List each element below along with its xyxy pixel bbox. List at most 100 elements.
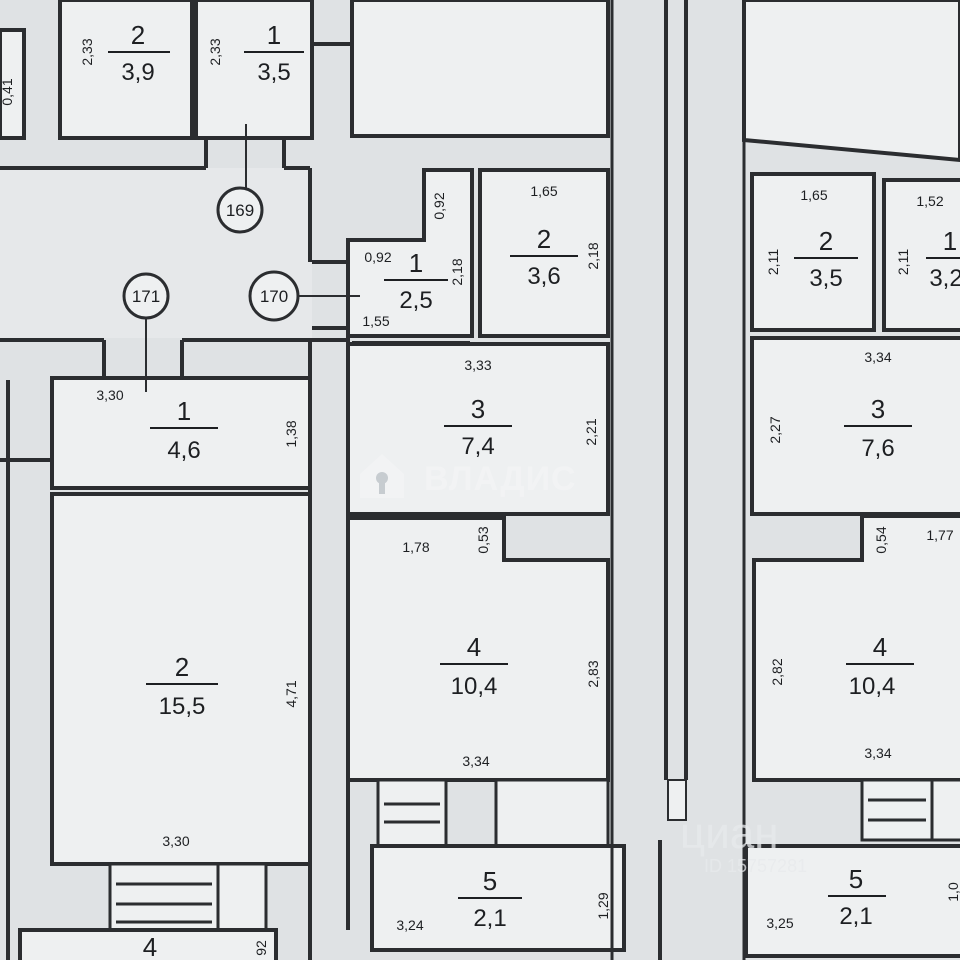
svg-text:171: 171 — [132, 287, 160, 306]
svg-text:15,5: 15,5 — [159, 693, 206, 720]
wall-block-top — [350, 0, 610, 138]
dim-mid-4-top-left: 1,78 — [402, 539, 429, 555]
entrance-steps-right — [860, 778, 960, 842]
dim-left-2-right: 4,71 — [283, 680, 299, 707]
dim-mid-4-step: 0,53 — [475, 526, 491, 553]
dim-mid-1-right: 2,18 — [449, 258, 465, 285]
svg-text:4: 4 — [873, 632, 887, 662]
dim-left-2-bottom: 3,30 — [162, 833, 189, 849]
dim-mid-1-top: 0,92 — [431, 192, 447, 219]
label-room-top-left-1: 1 3,5 — [244, 20, 304, 86]
vladis-watermark: ВЛАДИС — [360, 454, 577, 498]
dim-edge: 0,41 — [0, 78, 15, 105]
label-room-mid-4: 4 10,4 — [440, 632, 508, 700]
label-room-mid-1: 1 2,5 — [384, 248, 448, 314]
svg-text:1: 1 — [943, 226, 957, 256]
marker-171: 171 — [122, 272, 170, 320]
svg-text:10,4: 10,4 — [849, 673, 896, 700]
svg-text:ВЛАДИС: ВЛАДИС — [424, 460, 577, 498]
dim-mid-2-top: 1,65 — [530, 183, 557, 199]
room-top-left-2 — [58, 0, 194, 140]
dim-mid-4-right: 2,83 — [585, 660, 601, 687]
room-right-2 — [750, 172, 876, 332]
svg-text:2: 2 — [819, 226, 833, 256]
dim-right-3-top: 3,34 — [864, 349, 891, 365]
label-room-right-3: 3 7,6 — [844, 394, 912, 462]
svg-text:1: 1 — [177, 396, 191, 426]
svg-text:2,5: 2,5 — [399, 287, 432, 314]
dim-top-left-2-side: 2,33 — [79, 38, 95, 65]
svg-text:циан: циан — [680, 809, 779, 858]
svg-text:7,4: 7,4 — [461, 433, 494, 460]
svg-text:1: 1 — [409, 248, 423, 278]
label-room-mid-5: 5 2,1 — [458, 866, 522, 932]
label-room-left-2: 2 15,5 — [146, 652, 218, 720]
dim-left-1-top: 3,30 — [96, 387, 123, 403]
wall-block-top-right — [742, 0, 960, 163]
label-room-left-4: 4 — [143, 932, 157, 960]
room-right-4 — [752, 514, 960, 782]
dim-right-2-left: 2,11 — [765, 249, 781, 275]
dim-mid-2-right: 2,18 — [585, 242, 601, 269]
svg-text:3,2: 3,2 — [929, 265, 960, 292]
entrance-steps-left — [108, 862, 268, 932]
dim-mid-1-left: 0,92 — [364, 249, 391, 265]
dim-right-4-bottom: 3,34 — [864, 745, 891, 761]
label-room-right-4: 4 10,4 — [846, 632, 914, 700]
label-room-right-1: 1 3,2 — [926, 226, 960, 292]
label-room-mid-3: 3 7,4 — [444, 394, 512, 460]
label-room-right-2: 2 3,5 — [794, 226, 858, 292]
dim-right-5-right: 1,0 — [945, 882, 960, 902]
room-right-1 — [882, 178, 960, 332]
dim-mid-3-right: 2,21 — [583, 418, 599, 445]
room-left-1 — [50, 376, 312, 490]
cian-watermark: циан ID 15757281 — [680, 809, 807, 876]
dim-mid-5-left: 3,24 — [396, 917, 423, 933]
svg-text:2: 2 — [537, 224, 551, 254]
svg-text:4,6: 4,6 — [167, 437, 200, 464]
dim-mid-1-bottom: 1,55 — [362, 313, 389, 329]
svg-text:3,5: 3,5 — [809, 265, 842, 292]
label-room-top-left-2: 2 3,9 — [108, 20, 170, 86]
dim-right-2-top: 1,65 — [800, 187, 827, 203]
svg-text:7,6: 7,6 — [861, 435, 894, 462]
marker-170: 170 — [248, 270, 300, 322]
svg-text:ID 15757281: ID 15757281 — [704, 856, 807, 876]
house-logo-icon — [360, 454, 404, 498]
entrance-steps-mid — [376, 778, 610, 848]
svg-text:3: 3 — [871, 394, 885, 424]
dim-mid-4-bottom: 3,34 — [462, 753, 489, 769]
svg-text:170: 170 — [260, 287, 288, 306]
wall-edge-left-top — [0, 28, 26, 140]
dim-left-4-right: 92 — [253, 940, 269, 956]
svg-text:3,5: 3,5 — [257, 59, 290, 86]
room-right-5 — [744, 844, 960, 958]
svg-text:3,9: 3,9 — [121, 59, 154, 86]
label-room-mid-2: 2 3,6 — [510, 224, 578, 290]
svg-text:1: 1 — [267, 20, 281, 50]
dim-right-1-left: 2,11 — [895, 249, 911, 275]
label-room-left-1: 1 4,6 — [150, 396, 218, 464]
dim-left-1-right: 1,38 — [283, 420, 299, 447]
room-top-left-1 — [194, 0, 314, 140]
dim-right-4-top-right: 1,77 — [926, 527, 953, 543]
dim-mid-5-right: 1,29 — [595, 892, 611, 919]
label-room-right-5: 5 2,1 — [828, 864, 886, 930]
room-mid-2 — [478, 168, 610, 338]
marker-169: 169 — [216, 186, 264, 234]
svg-text:2: 2 — [175, 652, 189, 682]
room-left-2 — [50, 492, 312, 866]
dim-right-3-left: 2,27 — [767, 416, 783, 443]
room-left-4 — [18, 928, 278, 960]
svg-text:3,6: 3,6 — [527, 263, 560, 290]
dim-right-1-top: 1,52 — [916, 193, 943, 209]
dim-right-4-step: 0,54 — [873, 526, 889, 553]
dim-top-left-1-side: 2,33 — [207, 38, 223, 65]
svg-text:169: 169 — [226, 201, 254, 220]
svg-text:2: 2 — [131, 20, 145, 50]
dim-right-5-left: 3,25 — [766, 915, 793, 931]
dim-right-4-left: 2,82 — [769, 658, 785, 685]
svg-text:4: 4 — [467, 632, 481, 662]
svg-text:2,1: 2,1 — [839, 903, 872, 930]
